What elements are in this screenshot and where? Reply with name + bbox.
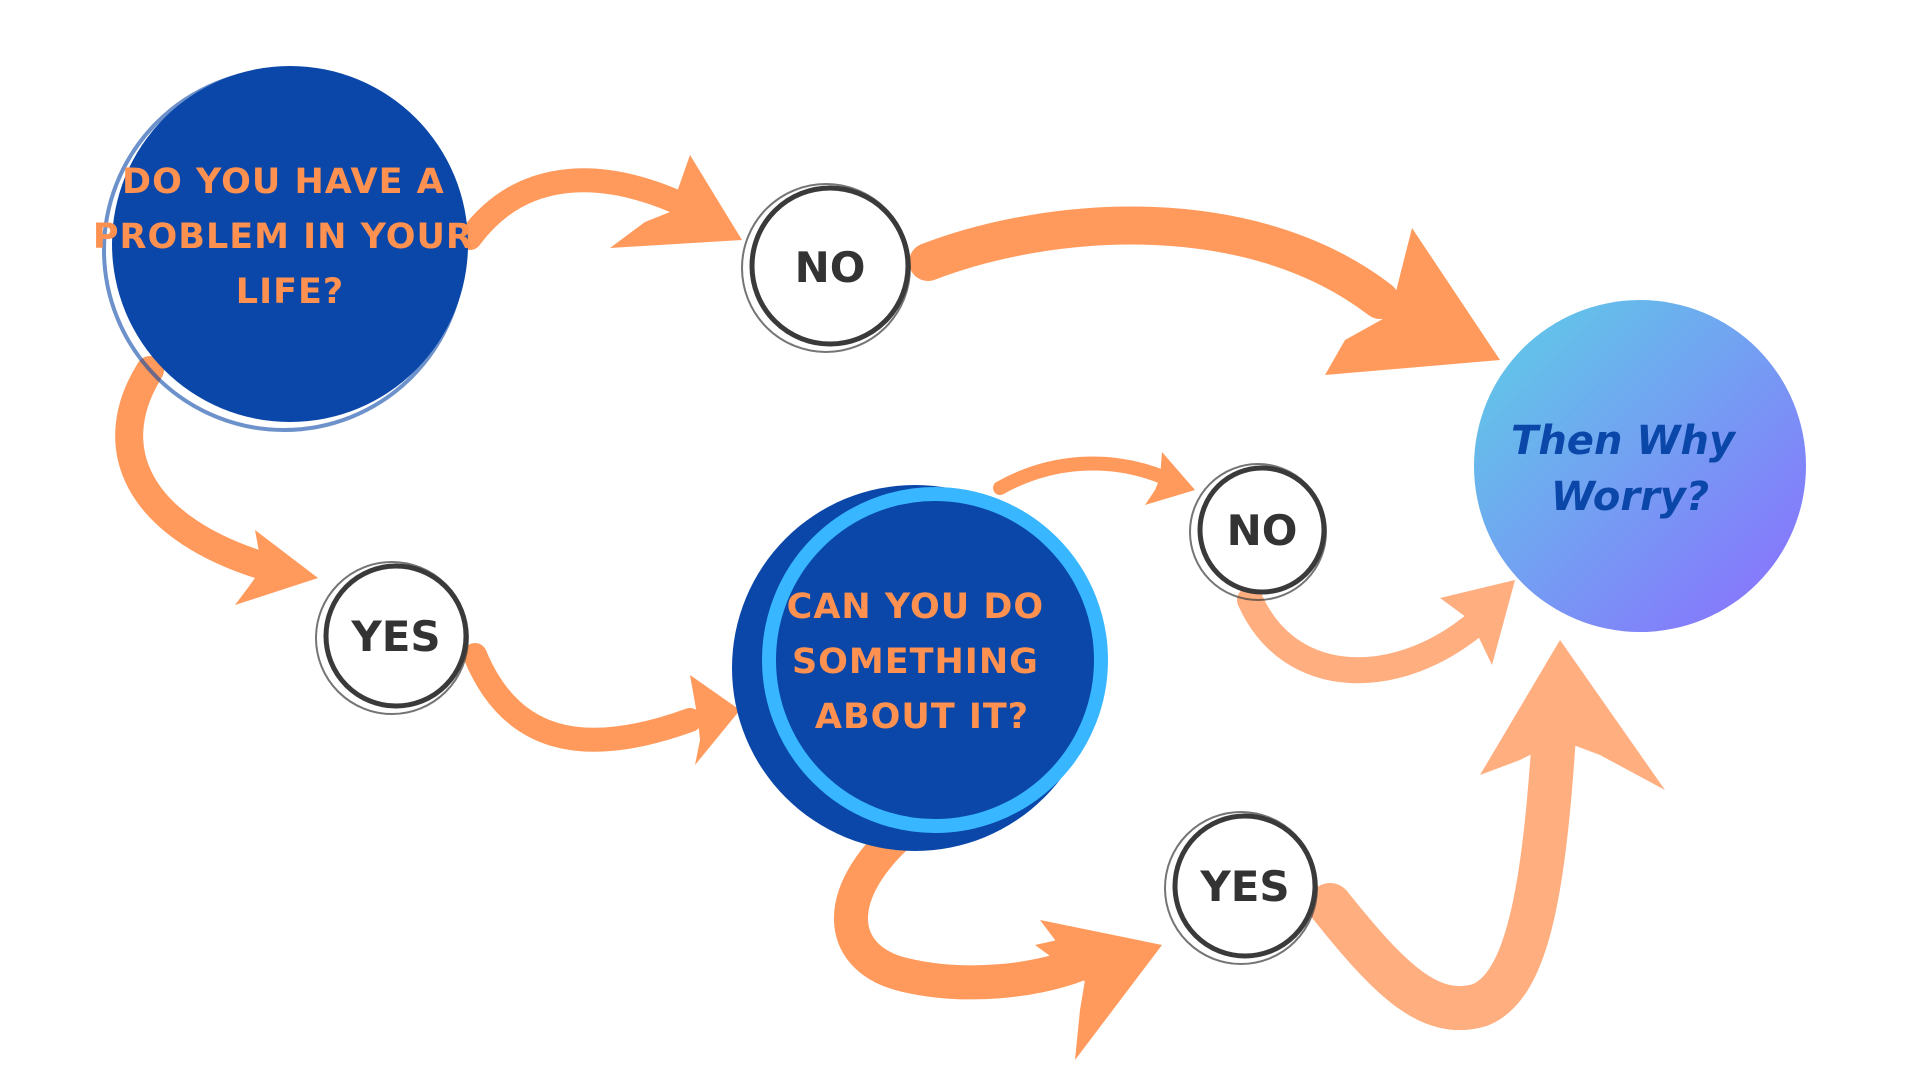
svg-text:DO YOU HAVE A PROBLEM: DO YOU HAVE A PROBLEM IN YOUR LIFE? <box>93 162 487 312</box>
answer-no-mid: NO <box>1189 463 1327 601</box>
problem-line-1: DO YOU HAVE A <box>122 162 445 202</box>
answer-yes-bottom: YES <box>1164 811 1318 965</box>
cando-line-1: CAN YOU DO <box>787 587 1045 627</box>
problem-line-2: PROBLEM IN YOUR <box>93 217 474 257</box>
end-line-2: Worry? <box>1551 474 1709 520</box>
arrow-no-to-end <box>909 206 1500 375</box>
arrow-yesbottom-to-end <box>1308 640 1665 1031</box>
answer-no-mid-label: NO <box>1227 506 1298 555</box>
arrow-yes-to-cando <box>463 643 740 765</box>
end-line-1: Then Why <box>1511 418 1737 464</box>
arrow-nomid-to-end <box>1237 580 1515 684</box>
answer-no-top: NO <box>741 183 911 353</box>
node-end: Then Why Worry? <box>1474 300 1806 632</box>
arrow-cando-to-no <box>993 452 1195 505</box>
node-can-do: CAN YOU DO SOMETHING ABOUT IT? <box>732 485 1108 851</box>
arrow-problem-to-no <box>458 155 742 250</box>
svg-text:Then Why Worry?: Then Why Worry? <box>1511 418 1749 520</box>
answer-no-top-label: NO <box>795 243 866 292</box>
answer-yes-left: YES <box>315 561 469 715</box>
arrow-cando-to-yes <box>834 821 1162 1060</box>
arrow-problem-to-yes <box>115 356 318 605</box>
svg-text:CAN YOU DO SOMETHING: CAN YOU DO SOMETHING ABOUT IT? <box>787 587 1058 737</box>
answer-yes-left-label: YES <box>350 612 440 661</box>
problem-line-3: LIFE? <box>236 272 344 312</box>
cando-line-2: SOMETHING <box>792 642 1039 682</box>
node-problem: DO YOU HAVE A PROBLEM IN YOUR LIFE? <box>93 66 487 432</box>
answer-yes-bottom-label: YES <box>1199 862 1289 911</box>
cando-line-3: ABOUT IT? <box>815 697 1029 737</box>
